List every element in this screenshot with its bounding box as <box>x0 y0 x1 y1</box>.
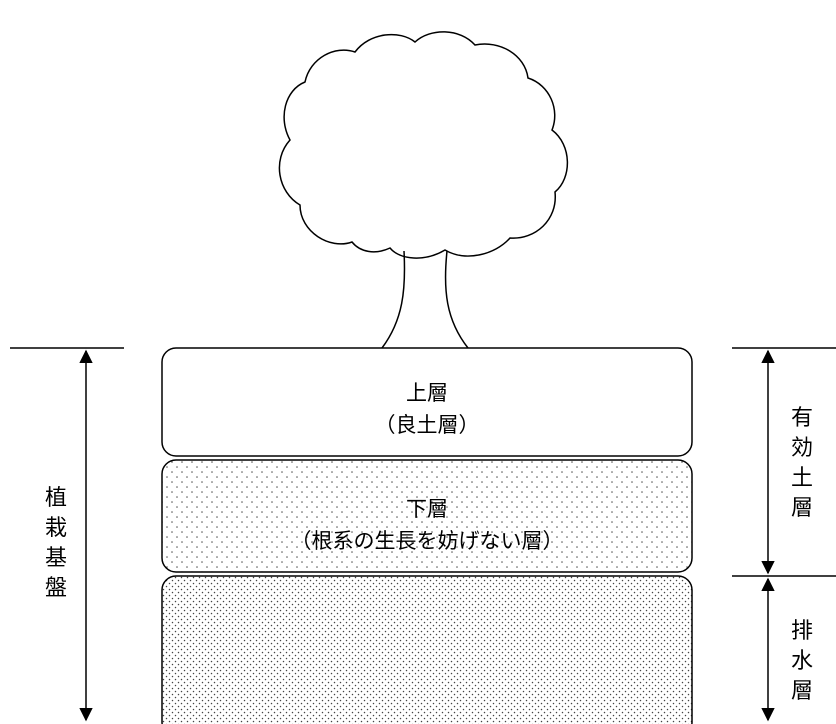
lower-layer-sub: （根系の生長を妨げない層） <box>290 529 564 553</box>
tree-canopy <box>278 31 569 259</box>
planting-base-label: 植栽基盤 <box>44 486 67 601</box>
drainage-layer-box <box>161 575 693 724</box>
lower-layer-name: 下層 <box>406 497 448 521</box>
upper-layer-sub: （良土層） <box>374 413 480 437</box>
effective-soil-label: 有効土層 <box>790 406 813 521</box>
tree-trunk <box>381 250 469 349</box>
upper-layer-box <box>161 347 693 457</box>
upper-layer-name: 上層 <box>406 381 448 405</box>
drainage-label: 排水層 <box>790 619 813 704</box>
lower-layer-box <box>161 459 693 573</box>
